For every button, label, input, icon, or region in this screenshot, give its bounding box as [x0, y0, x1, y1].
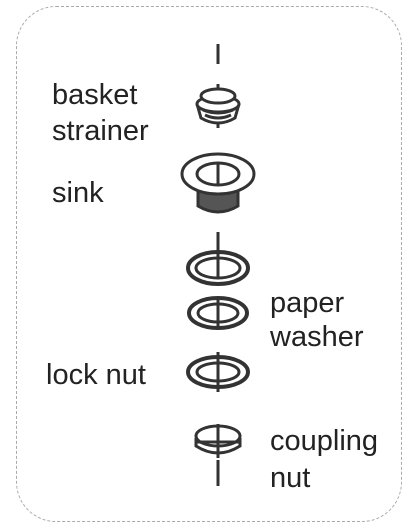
coupling-nut-label-line1: coupling: [270, 425, 379, 457]
lock-nut-label: lock nut: [46, 359, 146, 391]
sink-label: sink: [52, 177, 104, 209]
paper-washer-part: [187, 296, 249, 330]
sink-part: [180, 152, 256, 214]
coupling-nut-label-line2: nut: [270, 462, 311, 494]
lock-nut-part: [186, 352, 250, 392]
coupling-nut-part: [194, 424, 242, 458]
dashed-rounded-frame: [16, 6, 402, 522]
paper-washer-label-line1: paper: [270, 287, 345, 319]
basket-strainer-label-line1: basket: [52, 79, 138, 111]
basket-strainer-label-line2: strainer: [52, 115, 149, 147]
gasket-ring-part: [186, 250, 250, 286]
paper-washer-label-line2: washer: [270, 321, 364, 353]
basket-strainer-part: [195, 84, 241, 128]
